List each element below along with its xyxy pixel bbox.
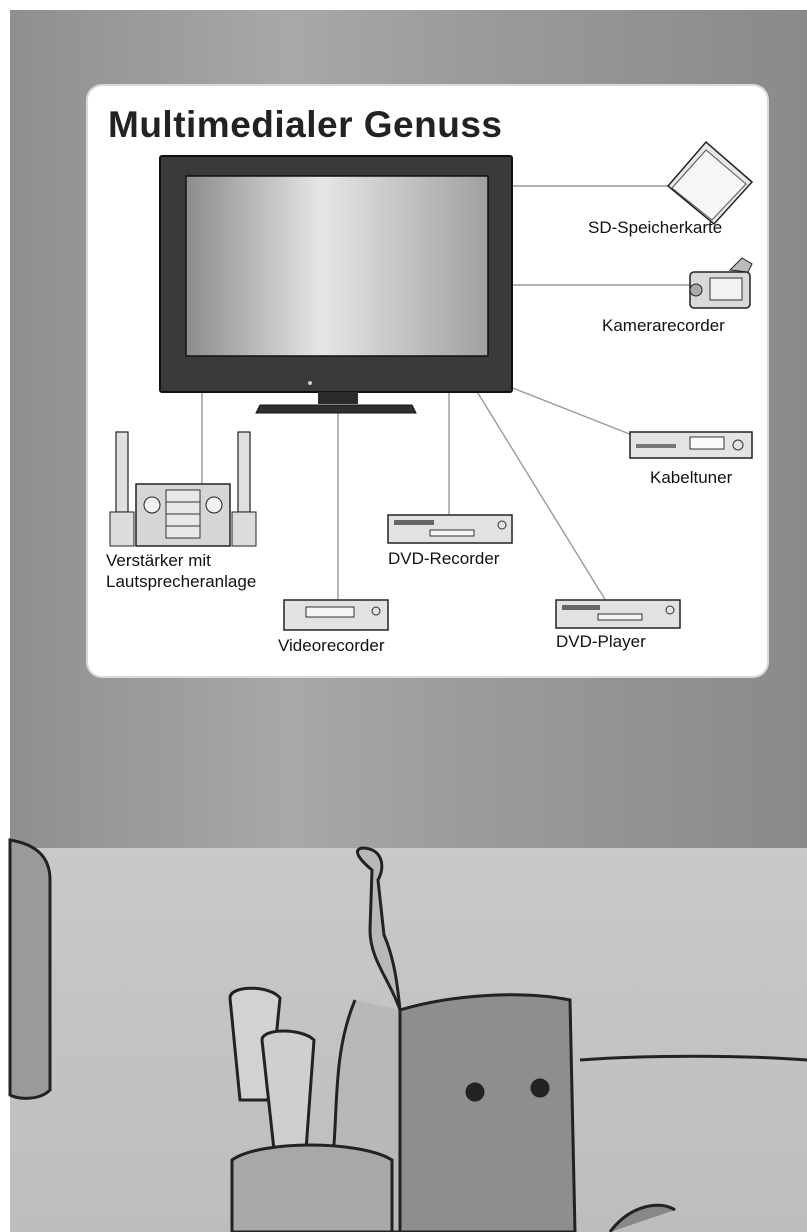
label-dvd-recorder: DVD-Recorder (388, 549, 500, 568)
label-sd-card: SD-Speicherkarte (588, 218, 723, 237)
dvd-recorder-icon (387, 514, 513, 544)
label-cable-tuner: Kabeltuner (650, 468, 733, 487)
room-illustration (8, 838, 807, 1232)
camcorder-icon (689, 257, 753, 309)
tv-icon (159, 155, 513, 414)
amplifier-speakers-icon (109, 431, 257, 547)
dvd-player-icon (555, 599, 681, 629)
connection-lines (201, 185, 692, 602)
line-cable-tuner (499, 382, 633, 436)
label-vcr: Videorecorder (278, 636, 385, 655)
label-amplifier-line1: Verstärker mit (106, 551, 211, 570)
label-amplifier-line2: Lautsprecheranlage (106, 572, 257, 591)
vcr-icon (283, 599, 389, 631)
label-dvd-player: DVD-Player (556, 632, 646, 651)
cable-tuner-icon (629, 431, 753, 459)
label-camcorder: Kamerarecorder (602, 316, 725, 335)
line-dvd-player (475, 389, 607, 602)
sd-card-icon (666, 140, 754, 226)
diagram-title: Multimedialer Genuss (108, 104, 503, 145)
